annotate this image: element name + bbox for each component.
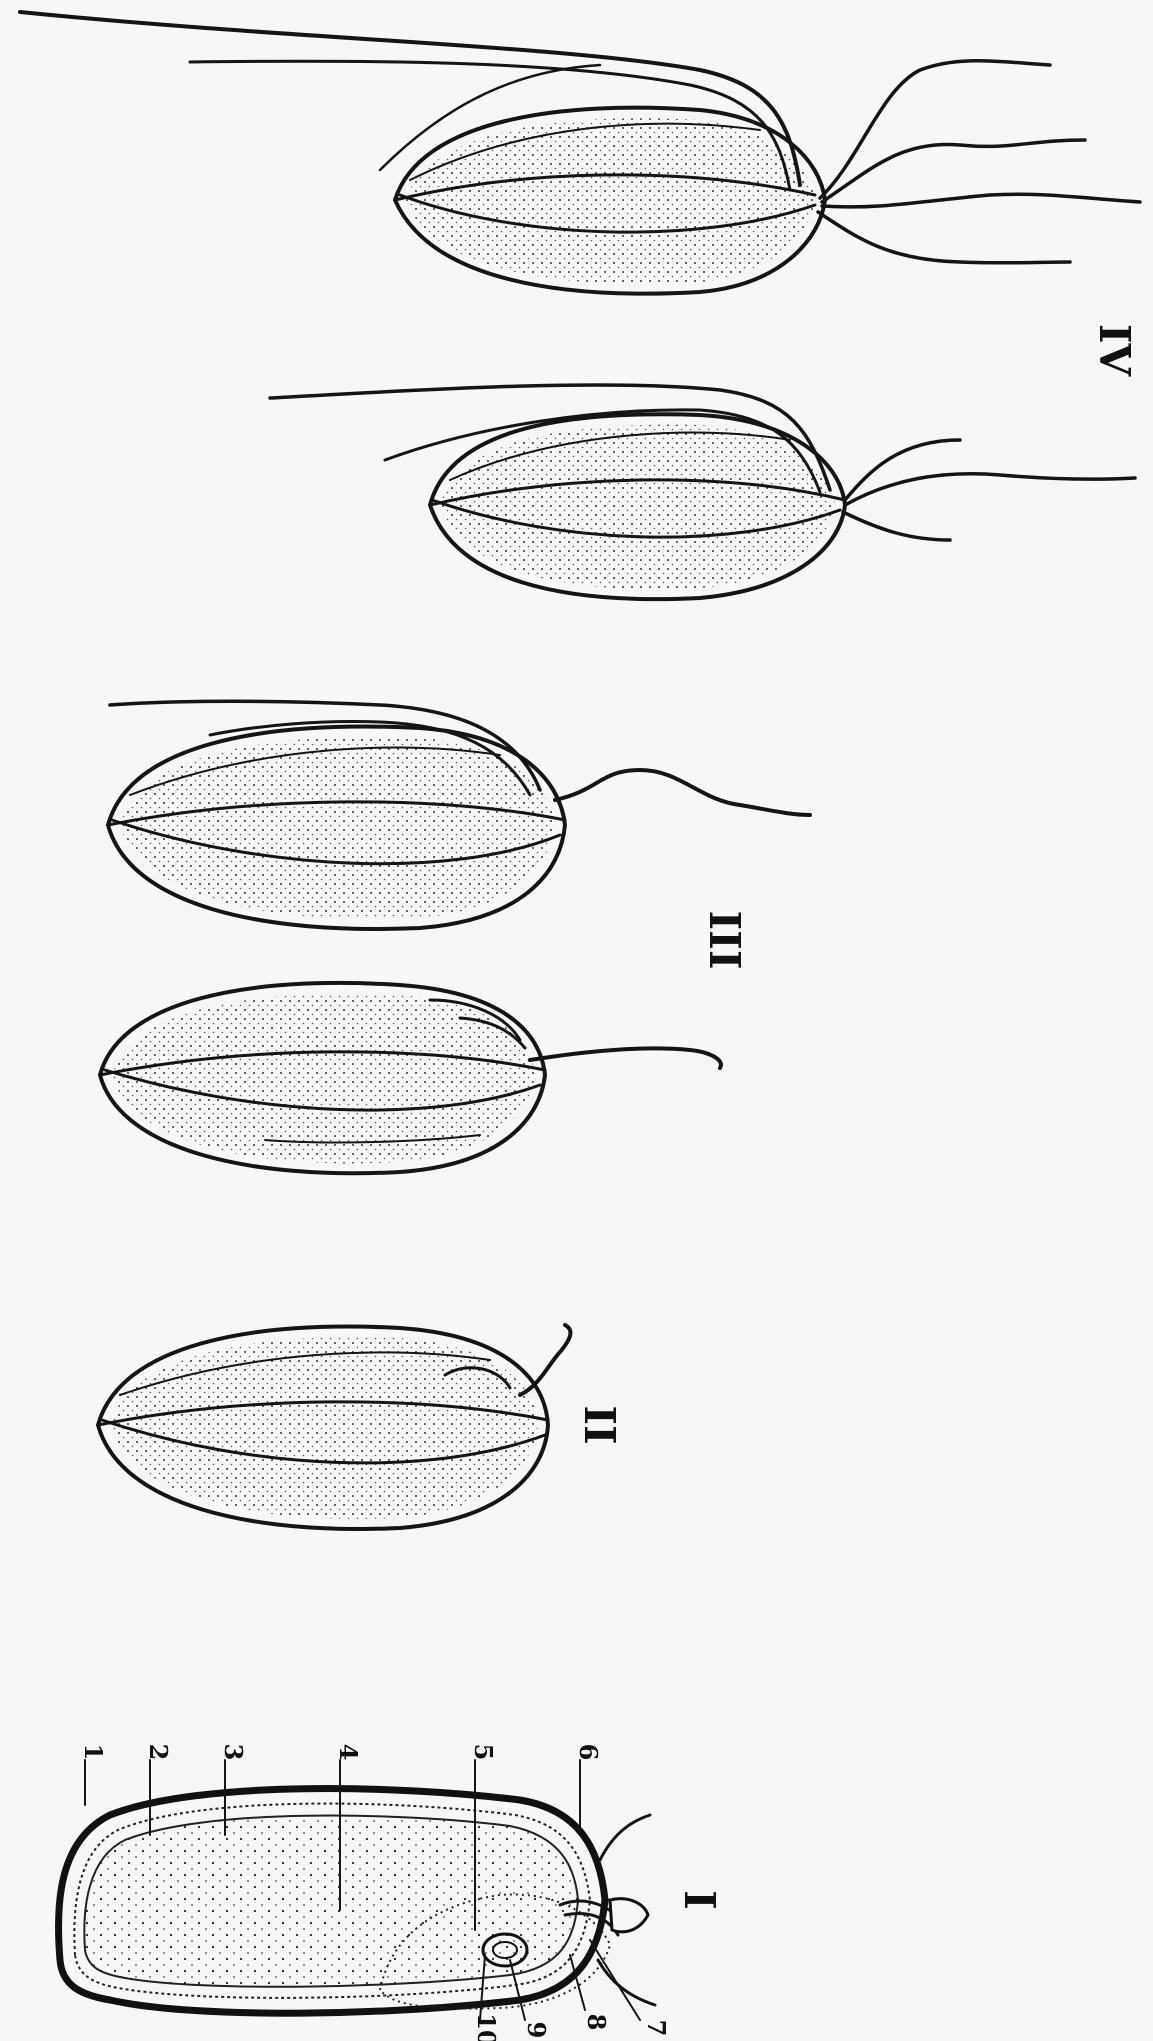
stage-i-group: 1 2 3 4 5 6 7: [58, 1744, 724, 2041]
callout-7-text: 7: [642, 2020, 671, 2037]
stage-iv-group: IV: [20, 12, 1140, 599]
stage-iii-label-text: III: [700, 911, 749, 970]
callout-1-text: 1: [79, 1744, 108, 1761]
stage-ii-group: II: [98, 1325, 624, 1529]
stage-iii-label: III: [700, 911, 749, 970]
callout-10-text: 10: [472, 2013, 501, 2041]
stage-iii-lower-radicle: [530, 1048, 721, 1068]
callout-6-text: 6: [574, 1744, 603, 1761]
stage-iii-upper-radicle: [555, 770, 810, 815]
stage-iv-lower-roots: [843, 440, 1135, 540]
callout-5-text: 5: [469, 1744, 498, 1761]
stage-ii-label: II: [575, 1405, 624, 1444]
stage-iv-label-text: IV: [1090, 324, 1139, 378]
stage-iii-group: III: [100, 701, 810, 1173]
stage-ii-grain: [98, 1327, 548, 1529]
callout-9-text: 9: [522, 2022, 551, 2039]
stage-iv-label: IV: [1090, 324, 1139, 378]
callout-6: 6: [574, 1744, 603, 1830]
stage-iv-upper-grain: [395, 108, 825, 294]
callout-8-text: 8: [582, 2014, 611, 2031]
stage-ii-label-text: II: [575, 1405, 624, 1444]
stage-iii-lower-grain: [100, 983, 545, 1173]
callout-2-text: 2: [144, 1744, 173, 1761]
callout-1: 1: [79, 1744, 108, 1805]
stage-iv-lower-grain: [430, 414, 845, 599]
callout-3-text: 3: [219, 1744, 248, 1761]
stage-iv-upper-roots: [818, 61, 1140, 263]
stage-i-grain-section: [58, 1789, 655, 2014]
callout-4-text: 4: [334, 1744, 363, 1761]
stage-i-label: I: [675, 1890, 724, 1910]
stage-i-label-text: I: [675, 1890, 724, 1910]
